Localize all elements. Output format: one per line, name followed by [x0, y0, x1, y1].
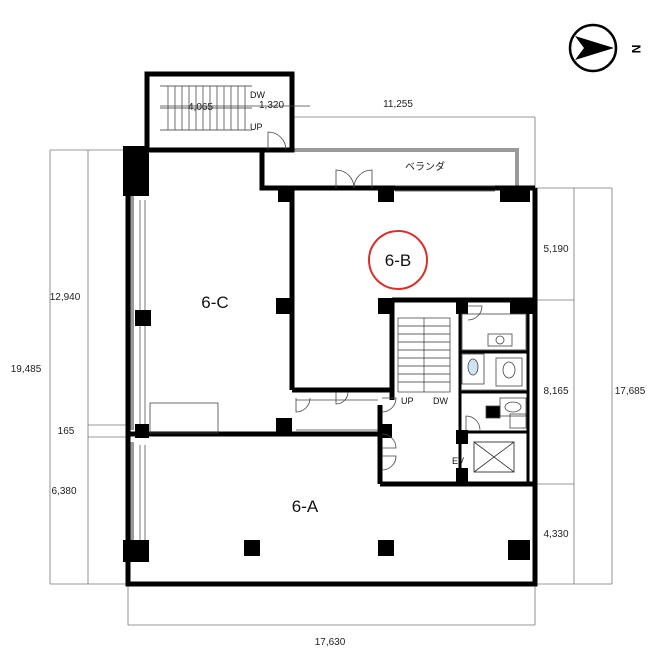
restroom-walls: [458, 300, 530, 484]
top-stair-dw-label: DW: [250, 90, 265, 100]
top-stair-up-label: UP: [250, 122, 263, 132]
dim-right-lower: 4,330: [543, 529, 568, 540]
balcony-label: ベランダ: [405, 160, 445, 173]
dim-right-middle: 8,165: [543, 386, 568, 397]
exterior-walls: [125, 147, 538, 587]
dimension-lines: [49, 116, 613, 626]
balcony: ベランダ: [130, 148, 519, 545]
elevator: EV: [452, 441, 515, 473]
core-stair-up-label: UP: [401, 396, 414, 406]
dim-right-upper: 5,190: [543, 244, 568, 255]
dim-left-total: 19,485: [11, 364, 42, 375]
dim-left-lower: 6,380: [51, 486, 76, 497]
north-arrow-icon: N: [568, 23, 643, 73]
compass-label: N: [629, 45, 643, 54]
dim-top-right: 11,255: [383, 99, 413, 110]
room-highlight-6b: [368, 230, 428, 290]
core-stair-dw-label: DW: [433, 396, 448, 406]
door-swings: [295, 305, 483, 471]
restroom-fixtures: [461, 313, 527, 429]
dim-bottom-total: 17,630: [315, 637, 346, 648]
dim-right-total: 17,685: [615, 386, 646, 397]
top-stair-width-label: 4,065: [188, 102, 213, 113]
core-stair: [397, 317, 451, 393]
balcony-doors: [335, 169, 495, 192]
top-stair-tower: 4,065 1,320 DW UP: [144, 71, 310, 153]
dim-left-gap: 165: [58, 426, 75, 437]
left-window-frames: [139, 200, 146, 545]
elevator-label: EV: [452, 456, 464, 466]
top-stair-depth-label: 1,320: [259, 100, 284, 111]
room-label-6a: 6-A: [292, 497, 319, 516]
room-label-6c: 6-C: [201, 293, 228, 312]
room-label-6b: 6-B: [385, 251, 411, 270]
dim-left-upper: 12,940: [50, 292, 81, 303]
storage-box: [149, 402, 219, 434]
